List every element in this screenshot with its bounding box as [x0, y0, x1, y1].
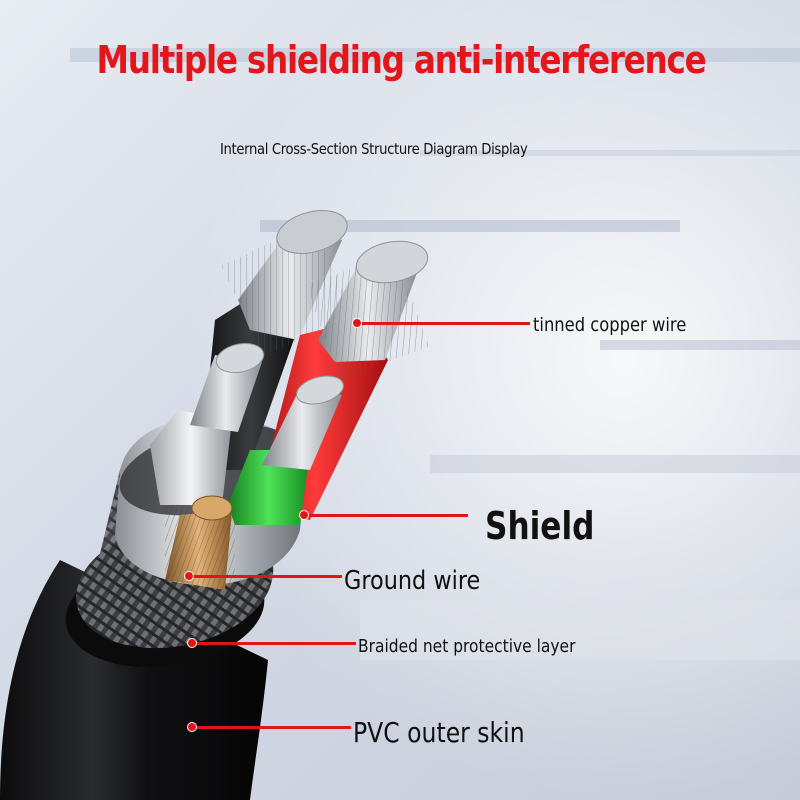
tinned-copper-leader-line	[358, 322, 530, 325]
tinned-copper-wire-label: tinned copper wire	[533, 314, 687, 336]
braided-net-dot	[187, 638, 197, 648]
pvc-outer-skin-label: PVC outer skin	[353, 716, 525, 749]
shield-dot	[299, 510, 309, 520]
braided-net-leader-line	[193, 642, 356, 645]
ground-wire-dot	[184, 571, 194, 581]
pvc-leader-line	[193, 726, 351, 729]
page-subtitle: Internal Cross-Section Structure Diagram…	[220, 140, 528, 158]
shield-leader-line	[305, 514, 468, 517]
pvc-dot	[187, 722, 197, 732]
tinned-copper-dot	[352, 318, 362, 328]
shield-label: Shield	[485, 504, 595, 548]
page-title: Multiple shielding anti-interference	[96, 38, 706, 82]
braided-net-label: Braided net protective layer	[358, 636, 576, 657]
ground-wire-label: Ground wire	[344, 566, 481, 596]
ground-wire-leader-line	[190, 575, 342, 578]
